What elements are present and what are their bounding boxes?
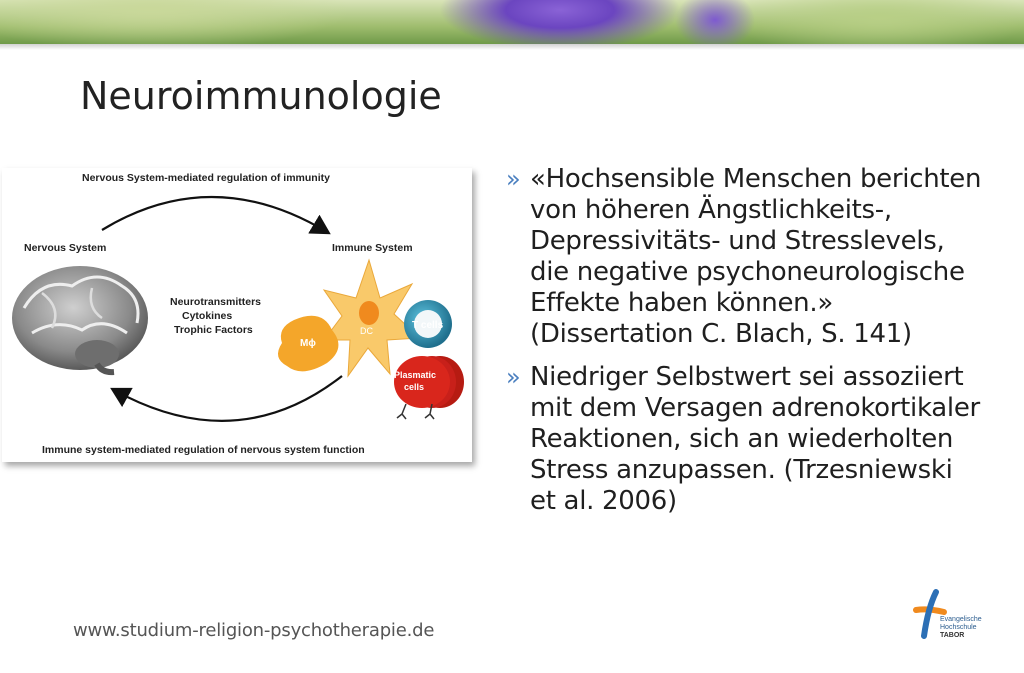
plasmatic-label-line2: cells	[404, 382, 424, 392]
header-banner-image	[0, 0, 1024, 44]
macrophage-icon	[278, 315, 339, 372]
footer-url: www.studium-religion-psychotherapie.de	[73, 620, 435, 641]
bullet-item: » Niedriger Selbstwert sei assoziiert mi…	[506, 362, 986, 517]
figure-diagram-graphics: DC Mϕ T cells Plasmatic cells	[12, 195, 464, 422]
t-cell-icon	[404, 300, 452, 348]
bottom-arc-arrow	[110, 375, 343, 422]
figure-center-line-1: Neurotransmitters	[170, 296, 262, 308]
figure-left-label: Nervous System	[24, 242, 107, 254]
tabor-logo-mark-icon	[913, 589, 947, 639]
banner-shadow	[0, 44, 1024, 50]
logo-text-line3: TABOR	[940, 632, 965, 639]
bullet-marker: »	[506, 165, 521, 193]
slide-title: Neuroimmunologie	[80, 74, 442, 118]
dendritic-cell-icon	[322, 258, 422, 378]
brain-icon	[12, 266, 148, 376]
top-arc-arrow	[101, 195, 331, 235]
figure-center-line-3: Trophic Factors	[174, 324, 253, 336]
dc-label: DC	[360, 326, 373, 336]
logo-text-line2: Hochschule	[940, 624, 977, 631]
figure-center-line-2: Cytokines	[182, 310, 233, 322]
logo-text-line1: Evangelische	[940, 616, 982, 623]
figure-right-label: Immune System	[332, 242, 413, 254]
neuroimmunology-figure: Nervous System-mediated regulation of im…	[2, 168, 472, 462]
plasmatic-label-line1: Plasmatic	[394, 370, 436, 380]
macrophage-label: Mϕ	[300, 338, 316, 349]
tabor-logo: Evangelische Hochschule TABOR	[910, 586, 1020, 656]
figure-bottom-label: Immune system-mediated regulation of ner…	[42, 444, 365, 456]
bullet-item: » «Hochsensible Menschen berichten von h…	[506, 164, 986, 350]
t-cells-label: T cells	[412, 320, 444, 331]
bullet-text: «Hochsensible Menschen berichten von höh…	[530, 164, 982, 349]
bullet-list: » «Hochsensible Menschen berichten von h…	[506, 164, 986, 529]
plasmatic-cells-icon	[394, 356, 464, 420]
bullet-text: Niedriger Selbstwert sei assoziiert mit …	[530, 362, 980, 516]
figure-top-label: Nervous System-mediated regulation of im…	[82, 172, 330, 184]
bullet-marker: »	[506, 363, 521, 391]
